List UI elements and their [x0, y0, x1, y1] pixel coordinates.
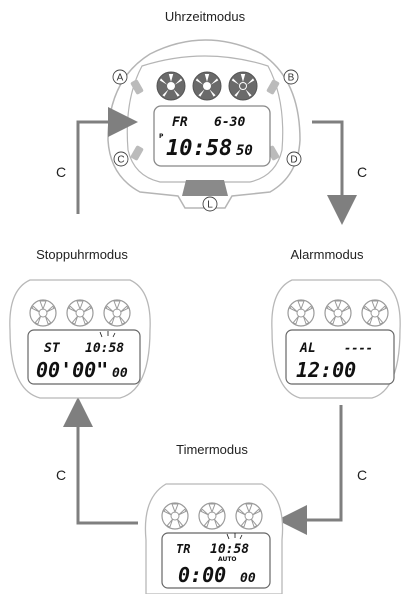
svg-text:C: C — [117, 155, 124, 166]
alarm-time: 12:00 — [296, 358, 356, 382]
wheel-icon — [161, 502, 189, 530]
wheel-icon — [156, 71, 186, 101]
stopwatch-label: ST — [44, 341, 61, 356]
alarm-dashes: ---- — [344, 341, 373, 355]
clock-date: 6-30 — [214, 115, 245, 130]
button-label-c: C — [113, 151, 129, 167]
timer-main: 0:00 — [178, 563, 226, 587]
clock-pm-indicator: P — [159, 133, 164, 140]
arrow-alarm-to-timer — [277, 405, 343, 535]
button-label-l: L — [202, 196, 218, 212]
wheel-icon — [235, 502, 263, 530]
wheel-icon — [66, 299, 94, 327]
alarm-mode-title: Alarmmodus — [291, 247, 364, 262]
stopwatch-main: 00'00" — [36, 358, 108, 382]
arrow-stopwatch-to-clock — [76, 107, 138, 214]
wheel-icon — [361, 299, 389, 327]
timer-auto-indicator: AUTO — [218, 556, 237, 563]
button-label-b: B — [283, 69, 299, 85]
stopwatch-hundredths: 00 — [112, 366, 128, 381]
svg-text:B: B — [288, 73, 295, 84]
clock-day: FR — [172, 115, 188, 130]
wheel-icon — [198, 502, 226, 530]
arrow-timer-to-stopwatch — [63, 397, 138, 525]
timer-mode-title: Timermodus — [176, 442, 248, 457]
arrow-clock-to-alarm — [312, 120, 357, 225]
timer-small: 00 — [240, 571, 256, 586]
wheel-icon — [324, 299, 352, 327]
light-button-knob[interactable] — [182, 180, 228, 196]
arrow-label-c: C — [357, 467, 367, 483]
wheel-icon — [287, 299, 315, 327]
timer-label: TR — [176, 542, 190, 556]
stopwatch-mode-title: Stoppuhrmodus — [36, 247, 128, 262]
watch-illustration: FR 6-30 P 10:58 50 — [107, 39, 301, 209]
clock-time: 10:58 — [166, 136, 232, 161]
timer-watch-face: TR 10:58 AUTO 0:00 00 — [144, 483, 284, 594]
stopwatch-clock: 10:58 — [85, 341, 124, 356]
timer-lcd — [161, 532, 271, 589]
button-label-a: A — [112, 69, 128, 85]
clock-mode-title: Uhrzeitmodus — [165, 9, 246, 24]
arrow-label-c: C — [56, 164, 66, 180]
wheel-icon — [103, 299, 131, 327]
arrow-label-c: C — [357, 164, 367, 180]
blink-marks — [226, 533, 243, 540]
button-b-knob[interactable] — [266, 79, 280, 95]
stopwatch-watch-face: ST 10:58 00'00" 00 — [9, 279, 151, 399]
button-c-knob[interactable] — [130, 145, 144, 161]
alarm-watch-face: AL ---- 12:00 — [271, 279, 401, 399]
button-a-knob[interactable] — [130, 79, 144, 95]
svg-text:A: A — [117, 73, 124, 84]
clock-seconds: 50 — [236, 143, 253, 159]
svg-text:L: L — [207, 200, 213, 211]
stopwatch-lcd — [27, 329, 141, 385]
wheel-icon — [192, 71, 222, 101]
timer-clock: 10:58 — [210, 542, 249, 557]
svg-text:D: D — [290, 155, 297, 166]
wheel-icon — [29, 299, 57, 327]
alarm-lcd — [285, 329, 395, 385]
clock-lcd — [153, 105, 271, 167]
arrow-label-c: C — [56, 467, 66, 483]
alarm-label: AL — [299, 341, 316, 356]
blink-marks — [99, 331, 116, 338]
button-label-d: D — [286, 151, 302, 167]
